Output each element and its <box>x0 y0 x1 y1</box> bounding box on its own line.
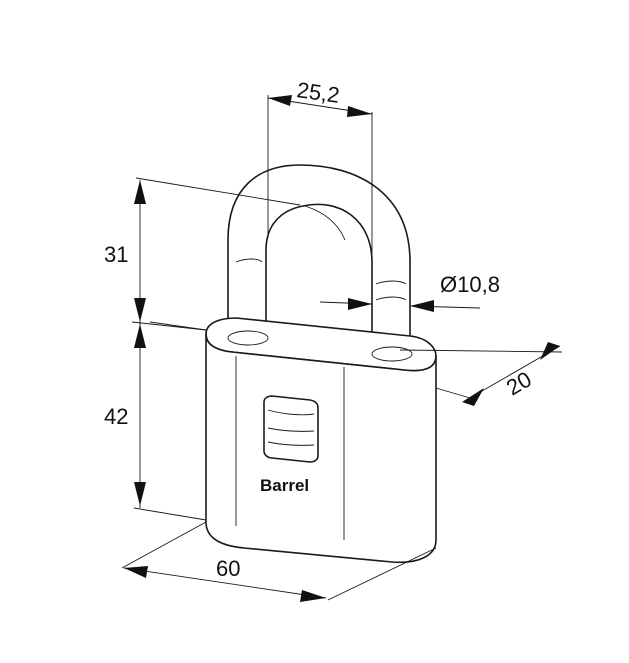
dim-shackle-diameter: Ø10,8 <box>319 272 500 312</box>
dim-shackle-width: 25,2 <box>267 77 373 270</box>
dim-label-body-depth: 20 <box>502 366 536 400</box>
dim-label-shackle-width: 25,2 <box>295 77 341 108</box>
dim-shackle-height: 31 <box>104 177 301 322</box>
dim-body-width: 60 <box>121 521 437 602</box>
dim-label-body-width: 60 <box>216 556 240 581</box>
dim-label-shackle-height: 31 <box>104 242 128 267</box>
dim-label-shackle-diameter: Ø10,8 <box>440 272 500 297</box>
dim-label-body-height: 42 <box>104 404 128 429</box>
dim-body-height: 42 <box>104 321 207 521</box>
keyway <box>263 395 319 463</box>
brand-label: Barrel <box>260 476 309 495</box>
lock-body <box>205 317 437 564</box>
